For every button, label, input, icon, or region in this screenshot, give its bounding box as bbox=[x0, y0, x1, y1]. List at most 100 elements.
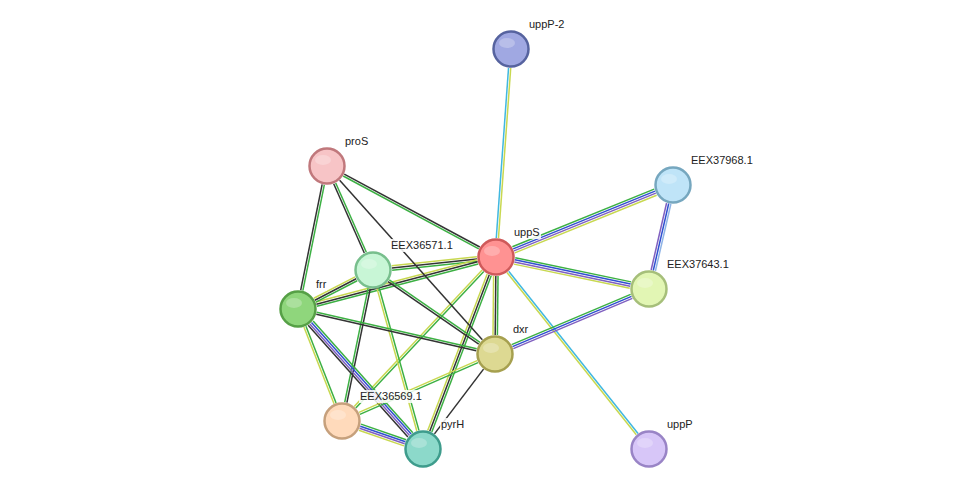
interaction-edge bbox=[345, 288, 371, 402]
node-label: uppP bbox=[666, 418, 694, 431]
node-disc bbox=[356, 253, 391, 288]
evidence-line bbox=[512, 189, 654, 247]
evidence-line bbox=[315, 279, 356, 300]
node-highlight bbox=[637, 278, 653, 288]
node-circle bbox=[630, 270, 668, 308]
node-label: EEX37968.1 bbox=[690, 154, 754, 167]
evidence-line bbox=[340, 180, 483, 340]
node-label: frr bbox=[315, 278, 327, 291]
interaction-edge bbox=[359, 361, 478, 415]
node-highlight bbox=[499, 38, 515, 48]
node-circle bbox=[354, 251, 392, 289]
node-disc bbox=[281, 292, 316, 327]
evidence-line bbox=[514, 262, 630, 286]
protein-node: pyrH bbox=[404, 430, 442, 468]
interaction-edge bbox=[507, 271, 638, 435]
evidence-line bbox=[359, 361, 477, 413]
node-label: uppP-2 bbox=[528, 18, 565, 31]
interaction-edge bbox=[496, 68, 510, 238]
node-disc bbox=[310, 149, 345, 184]
evidence-line bbox=[497, 276, 499, 335]
evidence-line bbox=[344, 174, 480, 247]
evidence-line bbox=[389, 280, 480, 342]
evidence-line bbox=[496, 68, 508, 238]
evidence-line bbox=[314, 277, 355, 298]
interaction-edge bbox=[359, 424, 406, 446]
evidence-line bbox=[498, 68, 510, 238]
evidence-line bbox=[492, 276, 494, 335]
evidence-line bbox=[507, 273, 636, 435]
node-label: EEX36569.1 bbox=[359, 390, 423, 403]
node-circle bbox=[279, 290, 317, 328]
node-circle bbox=[654, 166, 692, 204]
evidence-line bbox=[360, 426, 405, 442]
evidence-line bbox=[360, 428, 405, 444]
node-disc bbox=[325, 404, 360, 439]
interaction-edge bbox=[512, 189, 656, 253]
evidence-line bbox=[316, 314, 476, 351]
evidence-line bbox=[388, 282, 479, 344]
evidence-line bbox=[359, 430, 404, 446]
evidence-line bbox=[361, 424, 406, 440]
node-circle bbox=[308, 147, 346, 185]
evidence-line bbox=[343, 176, 479, 249]
protein-node: EEX36569.1 bbox=[323, 402, 361, 440]
node-circle bbox=[404, 430, 442, 468]
node-circle bbox=[477, 238, 515, 276]
node-circle bbox=[476, 335, 514, 373]
interaction-edge bbox=[514, 258, 631, 289]
node-label: uppS bbox=[513, 226, 541, 239]
evidence-line bbox=[513, 191, 655, 249]
node-label: dxr bbox=[512, 323, 529, 336]
evidence-line bbox=[360, 363, 478, 415]
interaction-edge bbox=[334, 183, 367, 253]
protein-node: uppP bbox=[630, 430, 668, 468]
node-highlight bbox=[286, 298, 302, 308]
node-label: pyrH bbox=[440, 418, 465, 431]
evidence-line bbox=[494, 276, 496, 335]
evidence-line bbox=[316, 262, 477, 304]
node-highlight bbox=[484, 246, 500, 256]
protein-node: frr bbox=[279, 290, 317, 328]
node-disc bbox=[479, 240, 514, 275]
node-highlight bbox=[411, 438, 427, 448]
evidence-line bbox=[392, 257, 477, 266]
evidence-line bbox=[514, 193, 656, 251]
evidence-line bbox=[651, 203, 666, 270]
node-highlight bbox=[661, 174, 677, 184]
evidence-line bbox=[509, 271, 638, 433]
node-highlight bbox=[483, 343, 499, 353]
interaction-edge bbox=[314, 277, 357, 302]
protein-node: EEX37643.1 bbox=[630, 270, 668, 308]
node-disc bbox=[478, 337, 513, 372]
evidence-line bbox=[515, 260, 631, 284]
node-label: EEX36571.1 bbox=[390, 239, 454, 252]
interaction-edge bbox=[316, 312, 476, 351]
evidence-line bbox=[513, 296, 632, 346]
protein-node: EEX36571.1 bbox=[354, 251, 392, 289]
node-highlight bbox=[330, 410, 346, 420]
node-circle bbox=[492, 30, 530, 68]
interaction-edge bbox=[493, 276, 498, 335]
node-disc bbox=[494, 32, 529, 67]
node-highlight bbox=[361, 259, 377, 269]
evidence-line bbox=[303, 185, 324, 291]
evidence-line bbox=[347, 289, 370, 403]
node-circle bbox=[323, 402, 361, 440]
evidence-line bbox=[334, 184, 365, 253]
node-circle bbox=[630, 430, 668, 468]
node-highlight bbox=[315, 155, 331, 165]
node-label: proS bbox=[344, 135, 369, 148]
node-disc bbox=[406, 432, 441, 467]
protein-node: uppP-2 bbox=[492, 30, 530, 68]
evidence-line bbox=[306, 326, 336, 403]
interaction-edge bbox=[343, 174, 480, 249]
node-disc bbox=[632, 432, 667, 467]
interaction-edge bbox=[512, 294, 633, 348]
evidence-line bbox=[434, 369, 483, 434]
interaction-edge bbox=[340, 180, 483, 340]
evidence-line bbox=[515, 195, 657, 253]
protein-node: dxr bbox=[476, 335, 514, 373]
evidence-line bbox=[316, 260, 477, 302]
